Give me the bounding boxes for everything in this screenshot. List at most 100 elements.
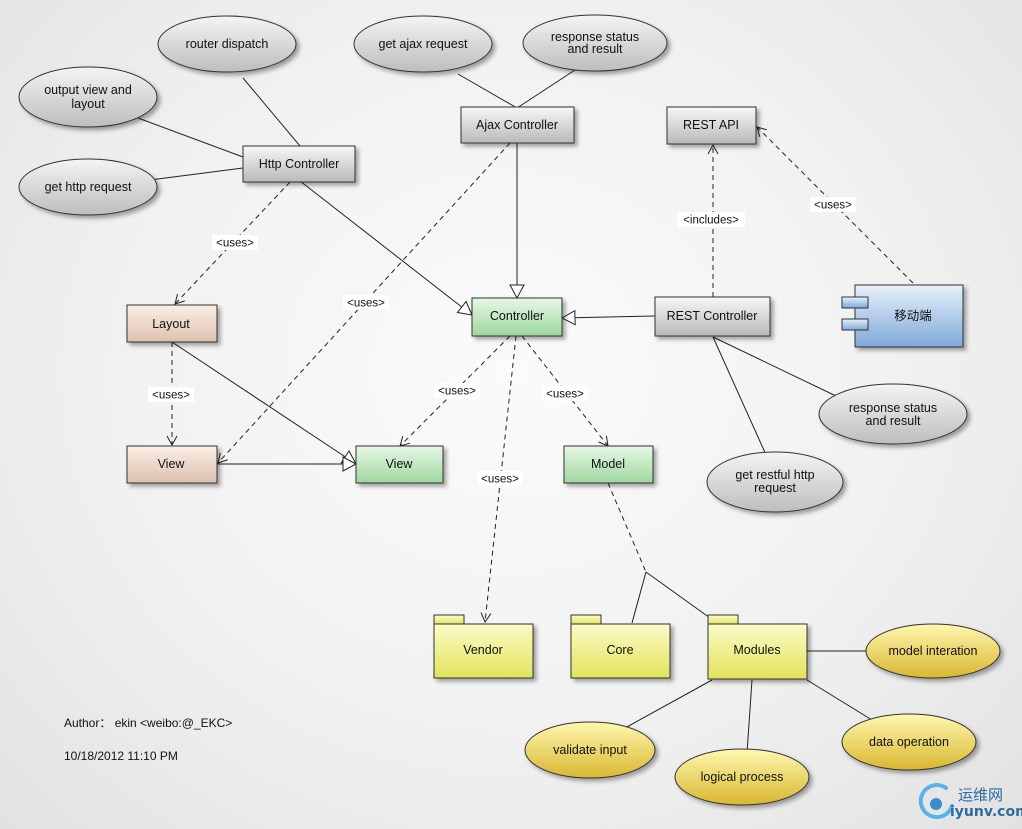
component-tab-icon [841, 296, 869, 309]
edge-response-ajax [516, 69, 576, 109]
svg-text:Core: Core [606, 643, 633, 657]
edge-controller-vendor [480, 335, 517, 624]
node-get-http-request[interactable]: get http request [18, 158, 158, 216]
svg-text:<uses>: <uses> [546, 389, 584, 401]
svg-text:View: View [386, 457, 414, 471]
edge-fork-modules [645, 571, 718, 624]
node-view-left[interactable]: View [126, 445, 218, 484]
node-rest-api[interactable]: REST API [666, 106, 757, 145]
node-validate-input[interactable]: validate input [524, 721, 656, 779]
node-response-status-ajax[interactable]: response status and result [522, 14, 668, 72]
node-get-restful-request[interactable]: get restful http request [706, 451, 844, 513]
label-uses-controller-view: <uses> [434, 383, 480, 398]
node-data-operation[interactable]: data operation [841, 713, 977, 771]
svg-text:View: View [158, 457, 186, 471]
svg-text:Model: Model [591, 457, 625, 471]
svg-text:get http request: get http request [45, 180, 132, 194]
svg-text:REST API: REST API [683, 118, 739, 132]
svg-text:data operation: data operation [869, 735, 949, 749]
edge-output-http [137, 117, 244, 158]
svg-text:get ajax request: get ajax request [379, 37, 468, 51]
edge-model-fork [607, 482, 647, 573]
watermark-cn: 运维网 [958, 786, 1004, 804]
watermark-logo-icon [918, 783, 954, 820]
svg-text:Http Controller: Http Controller [259, 157, 340, 171]
svg-text:<uses>: <uses> [152, 390, 190, 402]
svg-text:and result: and result [568, 42, 623, 56]
author-label: Author： [64, 716, 112, 730]
node-view-mid[interactable]: View [355, 445, 444, 484]
node-model[interactable]: Model [563, 445, 654, 484]
component-tab-icon [841, 318, 869, 331]
node-ajax-controller[interactable]: Ajax Controller [460, 106, 575, 144]
node-mobile-component[interactable]: 移动端 [841, 284, 964, 348]
svg-text:Modules: Modules [733, 643, 780, 657]
edge-fork-core [631, 571, 647, 624]
svg-text:response status: response status [551, 30, 639, 44]
svg-text:Vendor: Vendor [463, 643, 503, 657]
label-uses-http-layout: <uses> [212, 235, 258, 250]
node-get-ajax-request[interactable]: get ajax request [353, 15, 493, 73]
package-core[interactable]: Core [570, 614, 671, 679]
node-model-interation[interactable]: model interation [865, 623, 1001, 679]
edge-router-http [242, 77, 301, 147]
svg-text:<uses>: <uses> [481, 474, 519, 486]
node-layout[interactable]: Layout [126, 304, 218, 343]
node-logical-process[interactable]: logical process [674, 748, 810, 806]
edge-gethttp-http [149, 167, 244, 181]
edge-modules-dataop [806, 679, 873, 721]
edge-restctrl-getrestful [712, 336, 768, 458]
svg-text:<uses>: <uses> [216, 238, 254, 250]
label-uses-ajax-view: <uses> [343, 295, 389, 310]
svg-text:<uses>: <uses> [438, 386, 476, 398]
svg-text:Ajax Controller: Ajax Controller [476, 118, 558, 132]
label-uses-controller-model: <uses> [542, 386, 588, 401]
svg-text:移动端: 移动端 [894, 309, 932, 323]
node-controller[interactable]: Controller [471, 297, 563, 337]
edge-modules-logical [746, 679, 753, 754]
svg-text:REST Controller: REST Controller [667, 309, 758, 323]
svg-text:model interation: model interation [889, 644, 978, 658]
edge-layout-view [171, 341, 357, 465]
node-rest-controller[interactable]: REST Controller [654, 296, 771, 337]
edge-controller-viewmid [399, 335, 511, 447]
node-router-dispatch[interactable]: router dispatch [157, 15, 297, 73]
svg-text:response status: response status [849, 401, 937, 415]
svg-text:<includes>: <includes> [683, 215, 739, 227]
svg-text:<uses>: <uses> [814, 200, 852, 212]
package-vendor[interactable]: Vendor [433, 614, 534, 679]
svg-text:<uses>: <uses> [347, 298, 385, 310]
svg-text:logical process: logical process [701, 770, 784, 784]
svg-text:router dispatch: router dispatch [186, 37, 269, 51]
watermark: 运维网 iyunv.com [916, 780, 1022, 826]
node-output-view-layout[interactable]: output view and layout [18, 66, 158, 128]
svg-text:and result: and result [866, 414, 921, 428]
edge-rest-controller [560, 309, 656, 326]
edge-http-controller [299, 180, 473, 316]
edge-modules-validate [624, 679, 713, 729]
svg-text:validate input: validate input [553, 743, 627, 757]
svg-text:output view and: output view and [44, 83, 132, 97]
edge-getajax-ajax [457, 73, 518, 109]
svg-text:layout: layout [71, 97, 105, 111]
datetime: 10/18/2012 11:10 PM [64, 749, 178, 763]
svg-text:Controller: Controller [490, 309, 544, 323]
label-includes: <includes> [677, 212, 745, 227]
edge-labels: <uses> <uses> <uses> <uses> <uses> <uses… [148, 197, 856, 486]
label-uses-controller-vendor: <uses> [477, 471, 523, 486]
author-name: ekin <weibo:@_EKC> [114, 716, 233, 730]
label-uses-mobile: <uses> [810, 197, 856, 212]
label-uses-layout-view: <uses> [148, 387, 194, 402]
node-response-status-rest[interactable]: response status and result [818, 383, 968, 445]
author-line: Author： ekin <weibo:@_EKC> [64, 714, 232, 731]
svg-text:request: request [754, 481, 796, 495]
node-http-controller[interactable]: Http Controller [242, 145, 356, 183]
nodes: router dispatch output view and layout g… [18, 14, 1001, 806]
edges [137, 69, 914, 754]
svg-text:get restful http: get restful http [735, 468, 814, 482]
edge-restctrl-response2 [712, 336, 837, 397]
svg-text:Layout: Layout [152, 317, 190, 331]
package-modules[interactable]: Modules [707, 614, 808, 680]
watermark-domain: iyunv.com [950, 804, 1022, 820]
